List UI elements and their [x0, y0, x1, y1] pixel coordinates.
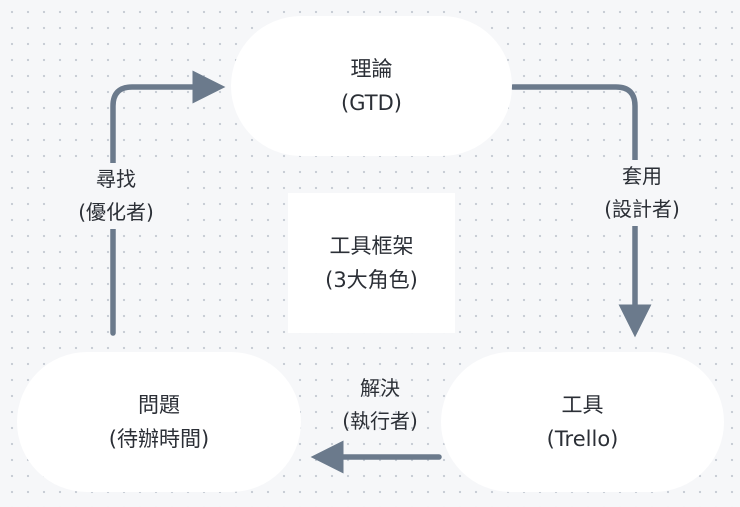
node-problem-title: 問題	[138, 393, 180, 417]
node-tool[interactable]: 工具 (Trello)	[441, 352, 724, 492]
edge-apply-role: (設計者)	[604, 197, 680, 221]
node-theory-subtitle: (GTD)	[341, 91, 402, 115]
edge-label-search: 尋找 (優化者)	[56, 163, 176, 229]
node-center-subtitle: (3大角色)	[325, 268, 418, 292]
edge-solve-action: 解決	[360, 376, 400, 400]
edge-solve-role: (執行者)	[342, 409, 418, 433]
node-problem-subtitle: (待辦時間)	[108, 427, 210, 451]
edge-label-solve: 解決 (執行者)	[320, 372, 440, 438]
edge-apply-action: 套用	[622, 164, 662, 188]
node-tool-title: 工具	[561, 393, 604, 417]
edge-apply-arrow	[510, 84, 652, 338]
node-center-title: 工具框架	[329, 234, 414, 258]
edge-search-role: (優化者)	[78, 200, 154, 224]
edge-search-arrow	[110, 70, 226, 336]
edge-search-action: 尋找	[96, 167, 136, 191]
node-center-framework[interactable]: 工具框架 (3大角色)	[288, 193, 455, 333]
node-theory-title: 理論	[350, 57, 393, 81]
node-problem[interactable]: 問題 (待辦時間)	[17, 352, 301, 492]
node-theory[interactable]: 理論 (GTD)	[231, 16, 512, 156]
node-tool-subtitle: (Trello)	[546, 427, 619, 451]
edge-label-apply: 套用 (設計者)	[582, 160, 702, 226]
